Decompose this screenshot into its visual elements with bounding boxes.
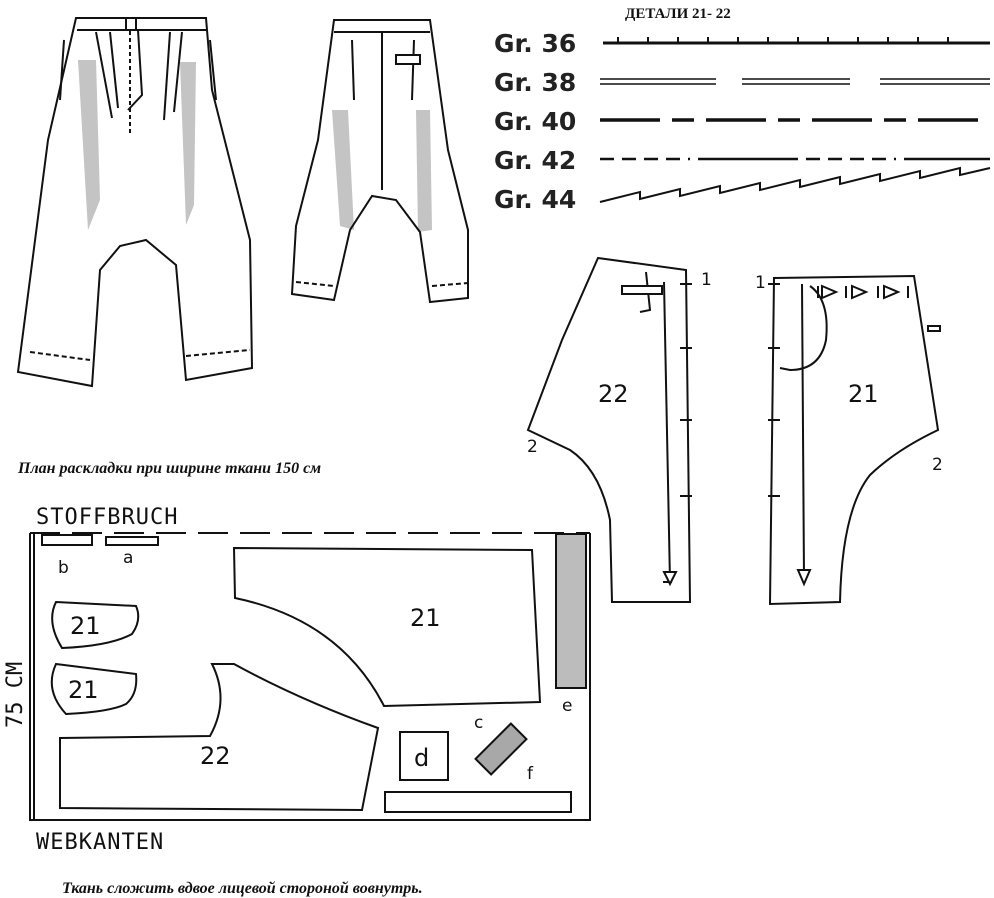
small-piece-a: a	[123, 548, 133, 568]
small-piece-d: d	[414, 744, 429, 772]
cutting-layout: STOFFBRUCH WEBKANTEN 75 CM b a 21 21 21 …	[3, 505, 591, 855]
size-legend: Gr. 36 Gr. 38 Gr. 40 Gr. 42 Gr. 44	[494, 29, 991, 214]
layout-piece-21-large: 21	[410, 604, 441, 632]
piece-21-marker-side: 2	[932, 455, 943, 475]
footer-note: Ткань сложить вдвое лицевой стороной вов…	[62, 880, 423, 897]
trousers-front-view	[16, 17, 254, 388]
small-piece-c: c	[474, 713, 483, 733]
trousers-back-view	[290, 19, 469, 304]
small-piece-b: b	[58, 558, 69, 578]
piece-21-marker-top: 1	[755, 273, 766, 293]
size-label-40: Gr. 40	[494, 107, 576, 136]
size-label-36: Gr. 36	[494, 29, 576, 58]
piece-22-number: 22	[598, 380, 629, 408]
size-line-38	[600, 78, 990, 85]
piece-22-marker-side: 2	[527, 437, 538, 457]
pattern-piece-21: 21 1 2	[755, 273, 943, 606]
size-label-38: Gr. 38	[494, 68, 576, 97]
selvage-label: WEBKANTEN	[36, 830, 164, 855]
header-title: ДЕТАЛИ 21- 22	[625, 6, 731, 22]
layout-caption: План раскладки при ширине ткани 150 см	[17, 460, 321, 477]
piece-22-marker-top: 1	[701, 270, 712, 290]
height-label: 75 CM	[3, 662, 28, 728]
layout-piece-22: 22	[200, 742, 231, 770]
piece-21-number: 21	[848, 380, 879, 408]
size-label-44: Gr. 44	[494, 185, 576, 214]
layout-piece-21-small-a: 21	[70, 612, 101, 640]
size-line-44	[599, 166, 991, 203]
layout-piece-21-small-b: 21	[68, 676, 99, 704]
pattern-piece-22: 22 1 2	[526, 256, 712, 603]
size-label-42: Gr. 42	[494, 146, 576, 175]
fold-label: STOFFBRUCH	[36, 505, 178, 530]
small-piece-e: e	[562, 696, 572, 716]
small-piece-f: f	[527, 764, 534, 784]
